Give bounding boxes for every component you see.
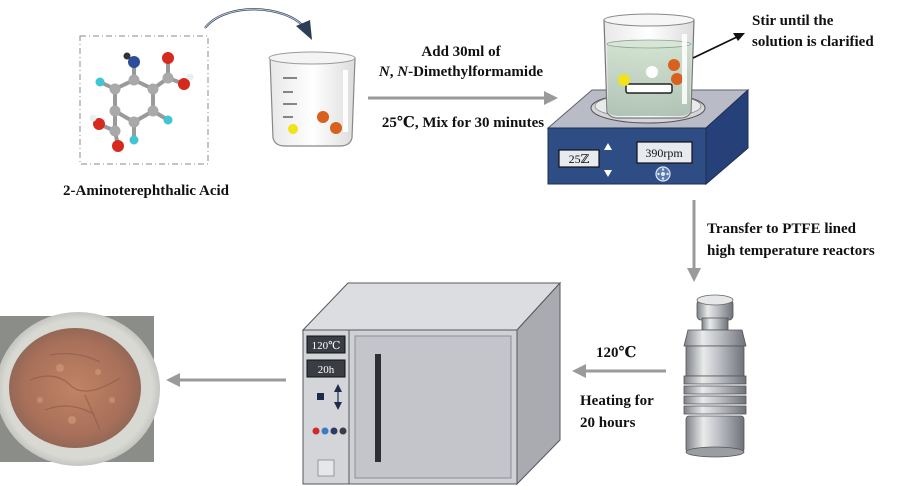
oven-time-display xyxy=(306,359,346,378)
stir-note-arrow-icon xyxy=(692,33,745,59)
left-arrow-icon xyxy=(572,364,666,378)
stirrer-temp-display xyxy=(558,149,600,168)
oven-temp-value: 120℃ xyxy=(312,340,341,352)
drying-oven: 120℃ 20h xyxy=(301,281,562,486)
oven-time-value: 20h xyxy=(318,364,335,376)
step3-temp: 120℃ xyxy=(596,345,637,361)
small-beaker xyxy=(268,51,356,147)
step2-line2: high temperature reactors xyxy=(707,243,875,259)
up-down-arrow-icon xyxy=(604,143,612,177)
step3-line2: 20 hours xyxy=(580,415,636,431)
stirrer-speed-value: 390rpm xyxy=(645,146,683,160)
stirred-beaker xyxy=(603,13,695,119)
step3-line1: Heating for xyxy=(580,393,654,409)
step1-line3: 25℃, Mix for 30 minutes xyxy=(382,115,544,131)
oven-up-down-arrow-icon xyxy=(334,384,342,410)
molecule-label: 2-Aminoterephthalic Acid xyxy=(63,183,230,199)
stir-note-line2: solution is clarified xyxy=(752,34,874,50)
step1-line1: Add 30ml of xyxy=(421,44,501,60)
down-arrow-icon xyxy=(687,200,701,282)
ptfe-reactor xyxy=(683,294,747,458)
stir-note-line1: Stir until the xyxy=(752,13,834,29)
step2-line1: Transfer to PTFE lined xyxy=(707,221,857,237)
stirrer-temp-value: 25ℤ xyxy=(569,152,590,166)
left-arrow-product-icon xyxy=(166,373,286,387)
step1-line2: N, N-Dimethylformamide xyxy=(378,64,543,80)
fan-icon xyxy=(655,166,671,182)
molecule-structure xyxy=(79,35,209,165)
curved-arrow-icon xyxy=(204,8,312,40)
right-arrow-icon xyxy=(368,91,558,105)
stirrer-speed-display xyxy=(636,141,693,164)
oven-temp-display xyxy=(306,335,346,354)
oven-button xyxy=(317,393,324,400)
product-powder-photo xyxy=(0,312,160,466)
